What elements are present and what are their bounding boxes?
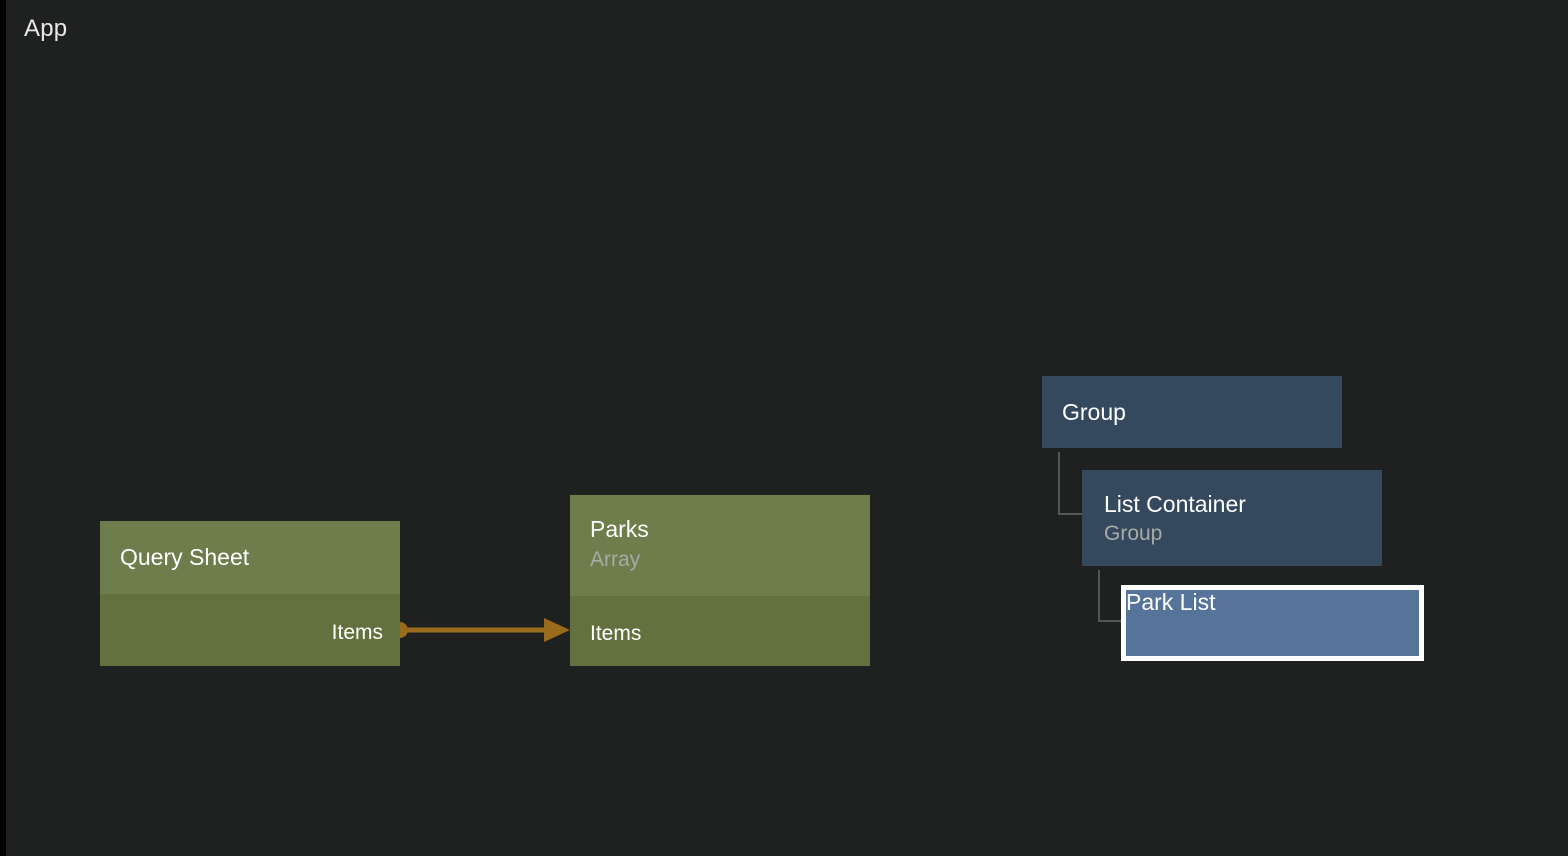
node-parks-subtitle: Array (590, 548, 641, 571)
tree-line-group-vertical (1058, 452, 1060, 515)
node-park-list[interactable]: Park List (1121, 585, 1424, 661)
node-park-list-title: Park List (1126, 589, 1216, 615)
node-parks-input-port-label[interactable]: Items (590, 622, 642, 645)
tree-line-group-horizontal (1058, 513, 1082, 515)
node-list-container-subtitle: Group (1104, 522, 1163, 545)
node-query-sheet-title: Query Sheet (120, 544, 250, 570)
node-query-sheet[interactable]: Query Sheet Items (100, 521, 400, 666)
edge-items-to-items (392, 618, 570, 642)
node-group-title: Group (1062, 399, 1126, 425)
node-query-sheet-body[interactable]: Items (100, 594, 400, 666)
node-query-sheet-output-port-label[interactable]: Items (331, 621, 383, 644)
node-group[interactable]: Group (1042, 376, 1342, 448)
node-parks-header[interactable]: Parks Array (570, 495, 870, 596)
node-park-list-surface[interactable]: Park List (1126, 590, 1419, 656)
node-list-container-title: List Container (1104, 491, 1246, 517)
node-parks-title: Parks (590, 516, 649, 542)
tree-line-list-container-vertical (1098, 570, 1100, 622)
node-parks-body[interactable]: Items (570, 596, 870, 666)
node-graph-canvas[interactable]: App Query Sheet Items Parks Array Items (6, 0, 1568, 856)
node-list-container[interactable]: List Container Group (1082, 470, 1382, 566)
node-query-sheet-header[interactable]: Query Sheet (100, 521, 400, 594)
tree-line-list-container-horizontal (1098, 620, 1121, 622)
page-title: App (24, 15, 68, 42)
node-parks[interactable]: Parks Array Items (570, 495, 870, 666)
